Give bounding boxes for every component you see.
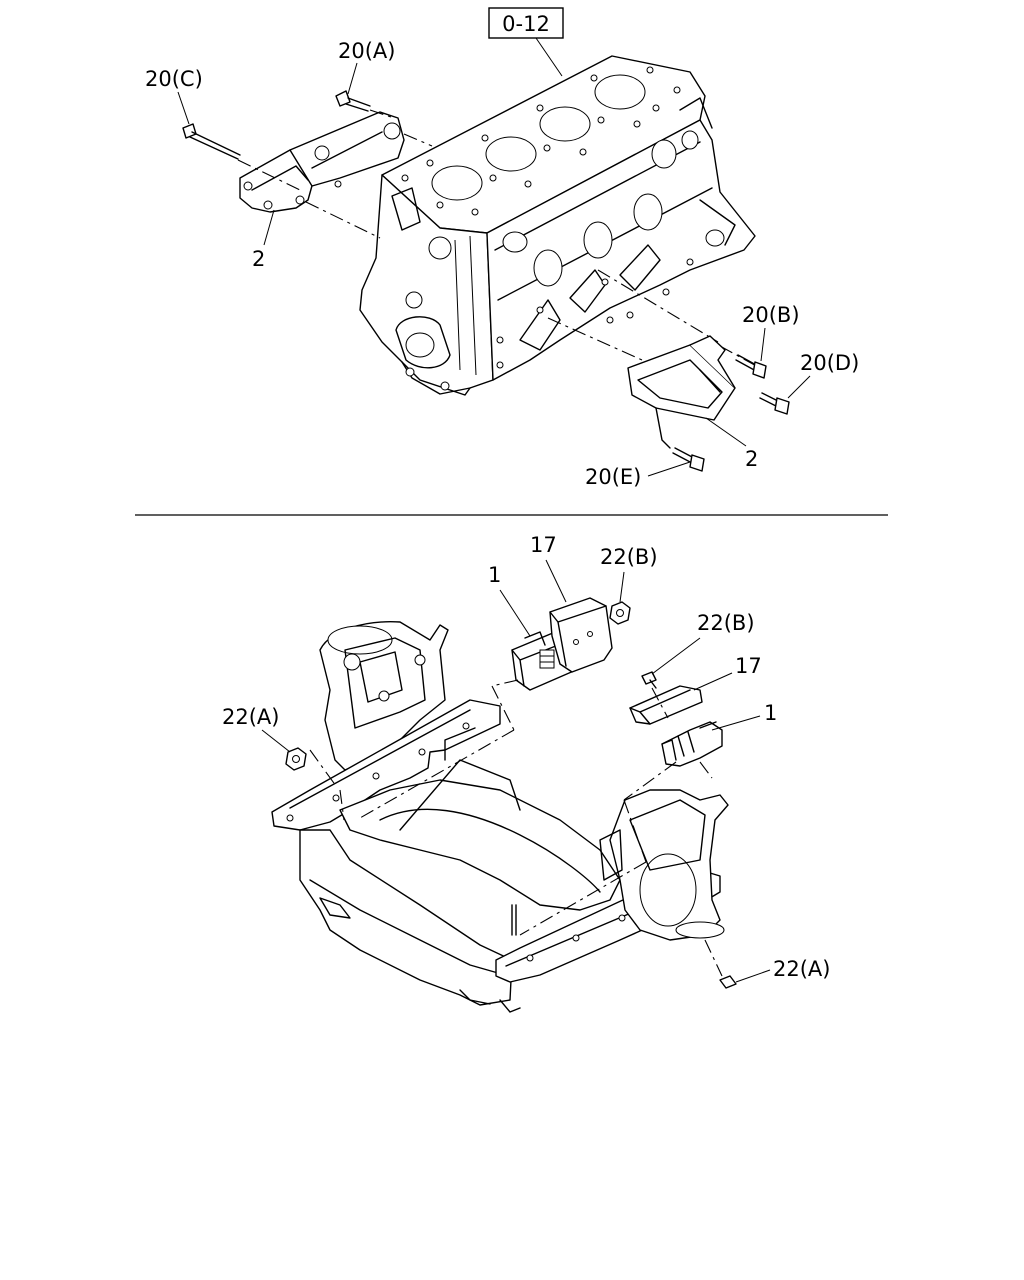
align-line [491, 679, 519, 687]
bolt-20e [672, 447, 705, 472]
align-line [704, 939, 723, 977]
callout-17-left: 17 [530, 533, 567, 603]
deck-holes [401, 66, 681, 216]
align-line [719, 345, 761, 369]
callout-20e: 20(E) [585, 461, 691, 489]
svg-text:20(D): 20(D) [800, 351, 859, 375]
align-line [359, 729, 515, 819]
ref-box-label: 0-12 [502, 12, 550, 36]
align-line [403, 133, 433, 147]
align-line [491, 685, 515, 731]
svg-text:20(A): 20(A) [338, 39, 395, 63]
align-line [623, 761, 677, 801]
svg-text:17: 17 [735, 654, 762, 678]
bolt-20d [759, 392, 790, 415]
callout-2-right: 2 [705, 417, 758, 471]
svg-text:22(A): 22(A) [222, 705, 279, 729]
align-line [699, 761, 713, 779]
callout-20b: 20(B) [742, 303, 800, 362]
left-mount-bracket [239, 111, 405, 213]
cover-17-left [549, 597, 613, 673]
upper-view: 0-12 [145, 7, 859, 489]
svg-text:17: 17 [530, 533, 557, 557]
callout-17-right: 17 [693, 654, 762, 691]
lower-view: 1 17 22(B) 22(B) 17 1 22(A) 22(A) [222, 533, 830, 1013]
callout-22b-right: 22(B) [651, 611, 755, 675]
bolt-20c [182, 123, 241, 160]
align-line [597, 269, 719, 343]
nut-22a-right [719, 975, 737, 989]
stud-22b-right [641, 671, 657, 689]
nut-22b-left [609, 601, 631, 625]
block-side-details [494, 97, 736, 369]
svg-text:20(C): 20(C) [145, 67, 203, 91]
callout-20d: 20(D) [787, 351, 859, 399]
callout-1-left: 1 [488, 563, 531, 637]
svg-text:22(A): 22(A) [773, 957, 830, 981]
align-line [519, 861, 647, 936]
nut-22a-left [285, 747, 307, 771]
chassis-frame [271, 621, 729, 1013]
ref-box-leader [535, 37, 563, 77]
mount-1-right [661, 721, 723, 767]
svg-text:2: 2 [252, 247, 265, 271]
align-line [309, 749, 337, 787]
svg-text:22(B): 22(B) [600, 545, 658, 569]
svg-text:1: 1 [488, 563, 501, 587]
callout-2-left: 2 [252, 209, 275, 271]
bolt-20a [335, 90, 371, 112]
callout-22a-right: 22(A) [735, 957, 830, 983]
align-line [623, 799, 647, 863]
align-line [339, 789, 345, 821]
callout-22a-left: 22(A) [222, 705, 291, 753]
svg-text:20(B): 20(B) [742, 303, 800, 327]
svg-text:22(B): 22(B) [697, 611, 755, 635]
align-line [547, 317, 643, 361]
svg-text:1: 1 [764, 701, 777, 725]
right-mount-bracket [627, 335, 736, 449]
callout-22b-left: 22(B) [600, 545, 658, 603]
callout-20a: 20(A) [338, 39, 395, 95]
svg-text:2: 2 [745, 447, 758, 471]
align-line [651, 687, 669, 719]
engine-block [359, 55, 756, 396]
align-line [237, 159, 301, 191]
cover-17-right [629, 685, 703, 725]
bolt-20b [735, 354, 767, 379]
callout-1-right: 1 [711, 701, 777, 731]
align-line [305, 201, 381, 239]
ref-box: 0-12 [488, 7, 564, 39]
callout-20c: 20(C) [145, 67, 203, 125]
svg-text:20(E): 20(E) [585, 465, 641, 489]
align-line [369, 109, 395, 119]
